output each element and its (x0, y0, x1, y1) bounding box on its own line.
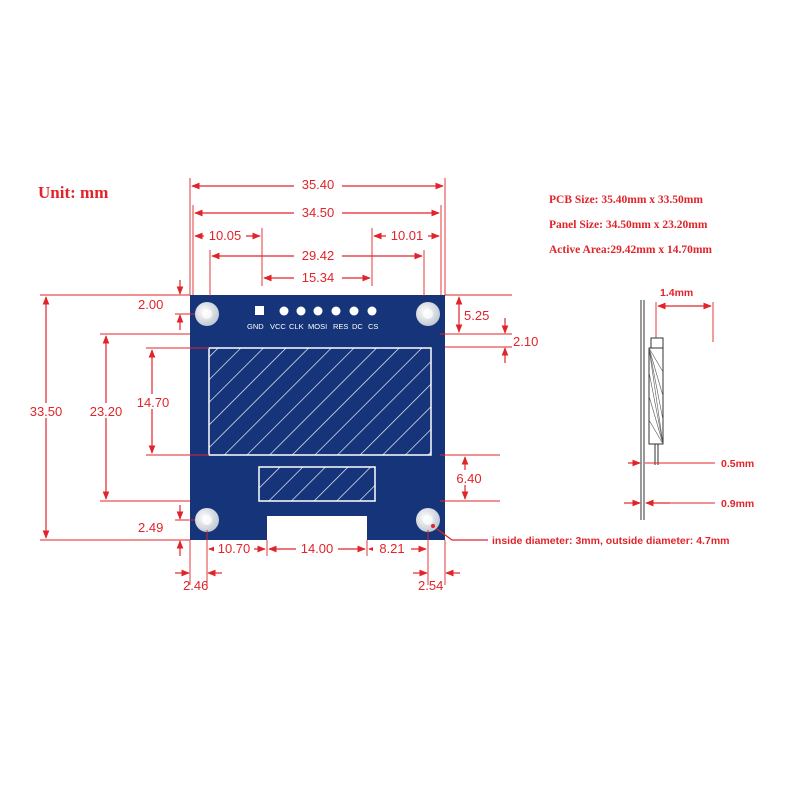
dim-bottom-center: 14.00 (301, 541, 334, 556)
dim-right-offset: 10.01 (391, 228, 424, 243)
pin-label-cs: CS (368, 322, 378, 331)
spec-block: PCB Size: 35.40mm x 33.50mm Panel Size: … (549, 194, 712, 256)
dim-pcb-height: 33.50 (30, 404, 63, 419)
pin-label-gnd: GND (247, 322, 264, 331)
pin-label-vcc: VCC (270, 322, 286, 331)
unit-label: Unit: mm (38, 183, 108, 202)
dim-active-height: 14.70 (137, 395, 170, 410)
pin-label-mosi: MOSI (308, 322, 327, 331)
pin-label-dc: DC (352, 322, 363, 331)
active-area (208, 347, 432, 456)
dim-right-top: 5.25 (464, 308, 489, 323)
side-thickness-top: 1.4mm (660, 287, 693, 299)
pin-pad-5 (331, 306, 341, 316)
top-dimensions: 35.40 34.50 10.05 10.01 29.42 15.34 (189, 177, 446, 296)
header-pins (255, 306, 377, 316)
dim-header-width: 15.34 (302, 270, 335, 285)
dim-panel-width: 34.50 (302, 205, 335, 220)
dim-panel-height: 23.20 (90, 404, 123, 419)
side-thickness-mid: 0.5mm (721, 458, 754, 470)
panel-size-text: Panel Size: 34.50mm x 23.20mm (549, 219, 708, 231)
hole-note: inside diameter: 3mm, outside diameter: … (492, 535, 730, 547)
pin-pad-7 (367, 306, 377, 316)
pin-pad-2 (279, 306, 289, 316)
dim-pcb-width: 35.40 (302, 177, 335, 192)
pin-pad-6 (349, 306, 359, 316)
pin-label-res: RES (333, 322, 348, 331)
dim-connector-height: 6.40 (456, 471, 481, 486)
dim-right-gap: 2.10 (513, 334, 538, 349)
dim-top-hole: 2.00 (138, 297, 163, 312)
pcb-board: GND VCC CLK MOSI RES DC CS (190, 295, 445, 542)
pin-pad-4 (313, 306, 323, 316)
driver-ic (258, 466, 376, 502)
pin-pad-3 (296, 306, 306, 316)
pcb-size-text: PCB Size: 35.40mm x 33.50mm (549, 194, 703, 206)
dim-bottom-left: 10.70 (218, 541, 251, 556)
bottom-notch (267, 516, 367, 542)
pin-labels: GND VCC CLK MOSI RES DC CS (247, 322, 378, 331)
pin-pad-1 (255, 306, 264, 315)
right-dimensions: 5.25 2.10 6.40 (440, 294, 538, 502)
side-thickness-bottom: 0.9mm (721, 498, 754, 510)
active-area-text: Active Area:29.42mm x 14.70mm (549, 244, 712, 256)
left-dimensions: 33.50 23.20 14.70 2.00 2.49 (22, 280, 209, 556)
dim-hole-right: 2.54 (418, 578, 443, 593)
dim-hole-left: 2.46 (183, 578, 208, 593)
bottom-dimensions: 10.70 14.00 8.21 2.46 2.54 inside diamet… (175, 524, 730, 593)
pin-label-clk: CLK (289, 322, 304, 331)
dim-active-width: 29.42 (302, 248, 335, 263)
side-view: 1.4mm 0.5mm 0.9mm (624, 287, 754, 520)
dim-bottom-right: 8.21 (379, 541, 404, 556)
dim-left-offset: 10.05 (209, 228, 242, 243)
dim-bottom-hole: 2.49 (138, 520, 163, 535)
